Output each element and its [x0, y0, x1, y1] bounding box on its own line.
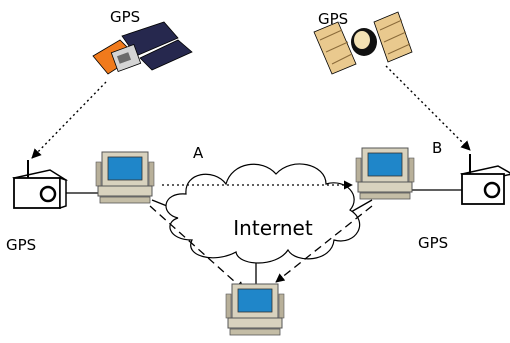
panel-left-stripe-1 [319, 29, 343, 41]
computer-b-keyboard [359, 192, 411, 200]
computer-a-keyboard [99, 196, 151, 204]
arrow-b-to-bottom [275, 205, 373, 283]
cloud-shape [165, 163, 361, 264]
receiver-right-dial [483, 181, 501, 199]
gps-satellite-left: GPS [92, 8, 193, 75]
computer-a-speaker-right [148, 161, 155, 187]
node-b-label: B [432, 139, 442, 157]
computer-a-screen [107, 156, 143, 181]
gps-satellite-right: GPS [313, 10, 413, 75]
computer-b-speaker-left [355, 157, 362, 183]
gps-receiver-right-label: GPS [418, 234, 448, 252]
computer-bottom [225, 283, 285, 336]
computer-a-case [97, 185, 153, 197]
gps-receiver-left-label: GPS [6, 236, 36, 254]
satellite-left-detail [116, 52, 132, 64]
arrow-satellite-left-signal [31, 81, 107, 159]
computer-b-speaker-right [408, 157, 415, 183]
arrow-satellite-right-signal [385, 65, 471, 151]
computer-b [355, 147, 415, 200]
node-a-label: A [193, 144, 204, 162]
computer-b-case [357, 181, 413, 193]
arrow-a-to-bottom [149, 205, 245, 291]
computer-bottom-case [227, 317, 283, 329]
gps-receiver-right: GPS [418, 154, 510, 252]
gps-satellite-right-label: GPS [318, 10, 348, 28]
receiver-left-side [59, 176, 67, 210]
computer-a [95, 151, 155, 204]
data-paths [31, 65, 471, 291]
panel-left-stripe-3 [331, 53, 353, 65]
panel-left-stripe-2 [325, 41, 349, 53]
gps-satellite-left-label: GPS [110, 8, 140, 26]
computer-bottom-speaker-left [225, 293, 232, 319]
internet-label: Internet [233, 216, 313, 240]
computer-b-screen [367, 152, 403, 177]
computer-a-speaker-left [95, 161, 102, 187]
receiver-left-dial [39, 185, 57, 203]
panel-right-stripe-1 [379, 19, 403, 31]
satellite-right-body-highlight [354, 31, 370, 49]
gps-receiver-left: GPS [6, 160, 68, 254]
computer-bottom-keyboard [229, 328, 281, 336]
computer-bottom-screen [237, 288, 273, 313]
computer-bottom-speaker-right [278, 293, 285, 319]
panel-right-stripe-2 [383, 31, 407, 43]
internet-cloud: Internet [165, 163, 361, 264]
satellite-right-panel-right [373, 11, 413, 63]
satellite-left-panel-dark-2 [139, 39, 193, 71]
panel-right-stripe-3 [387, 43, 411, 55]
